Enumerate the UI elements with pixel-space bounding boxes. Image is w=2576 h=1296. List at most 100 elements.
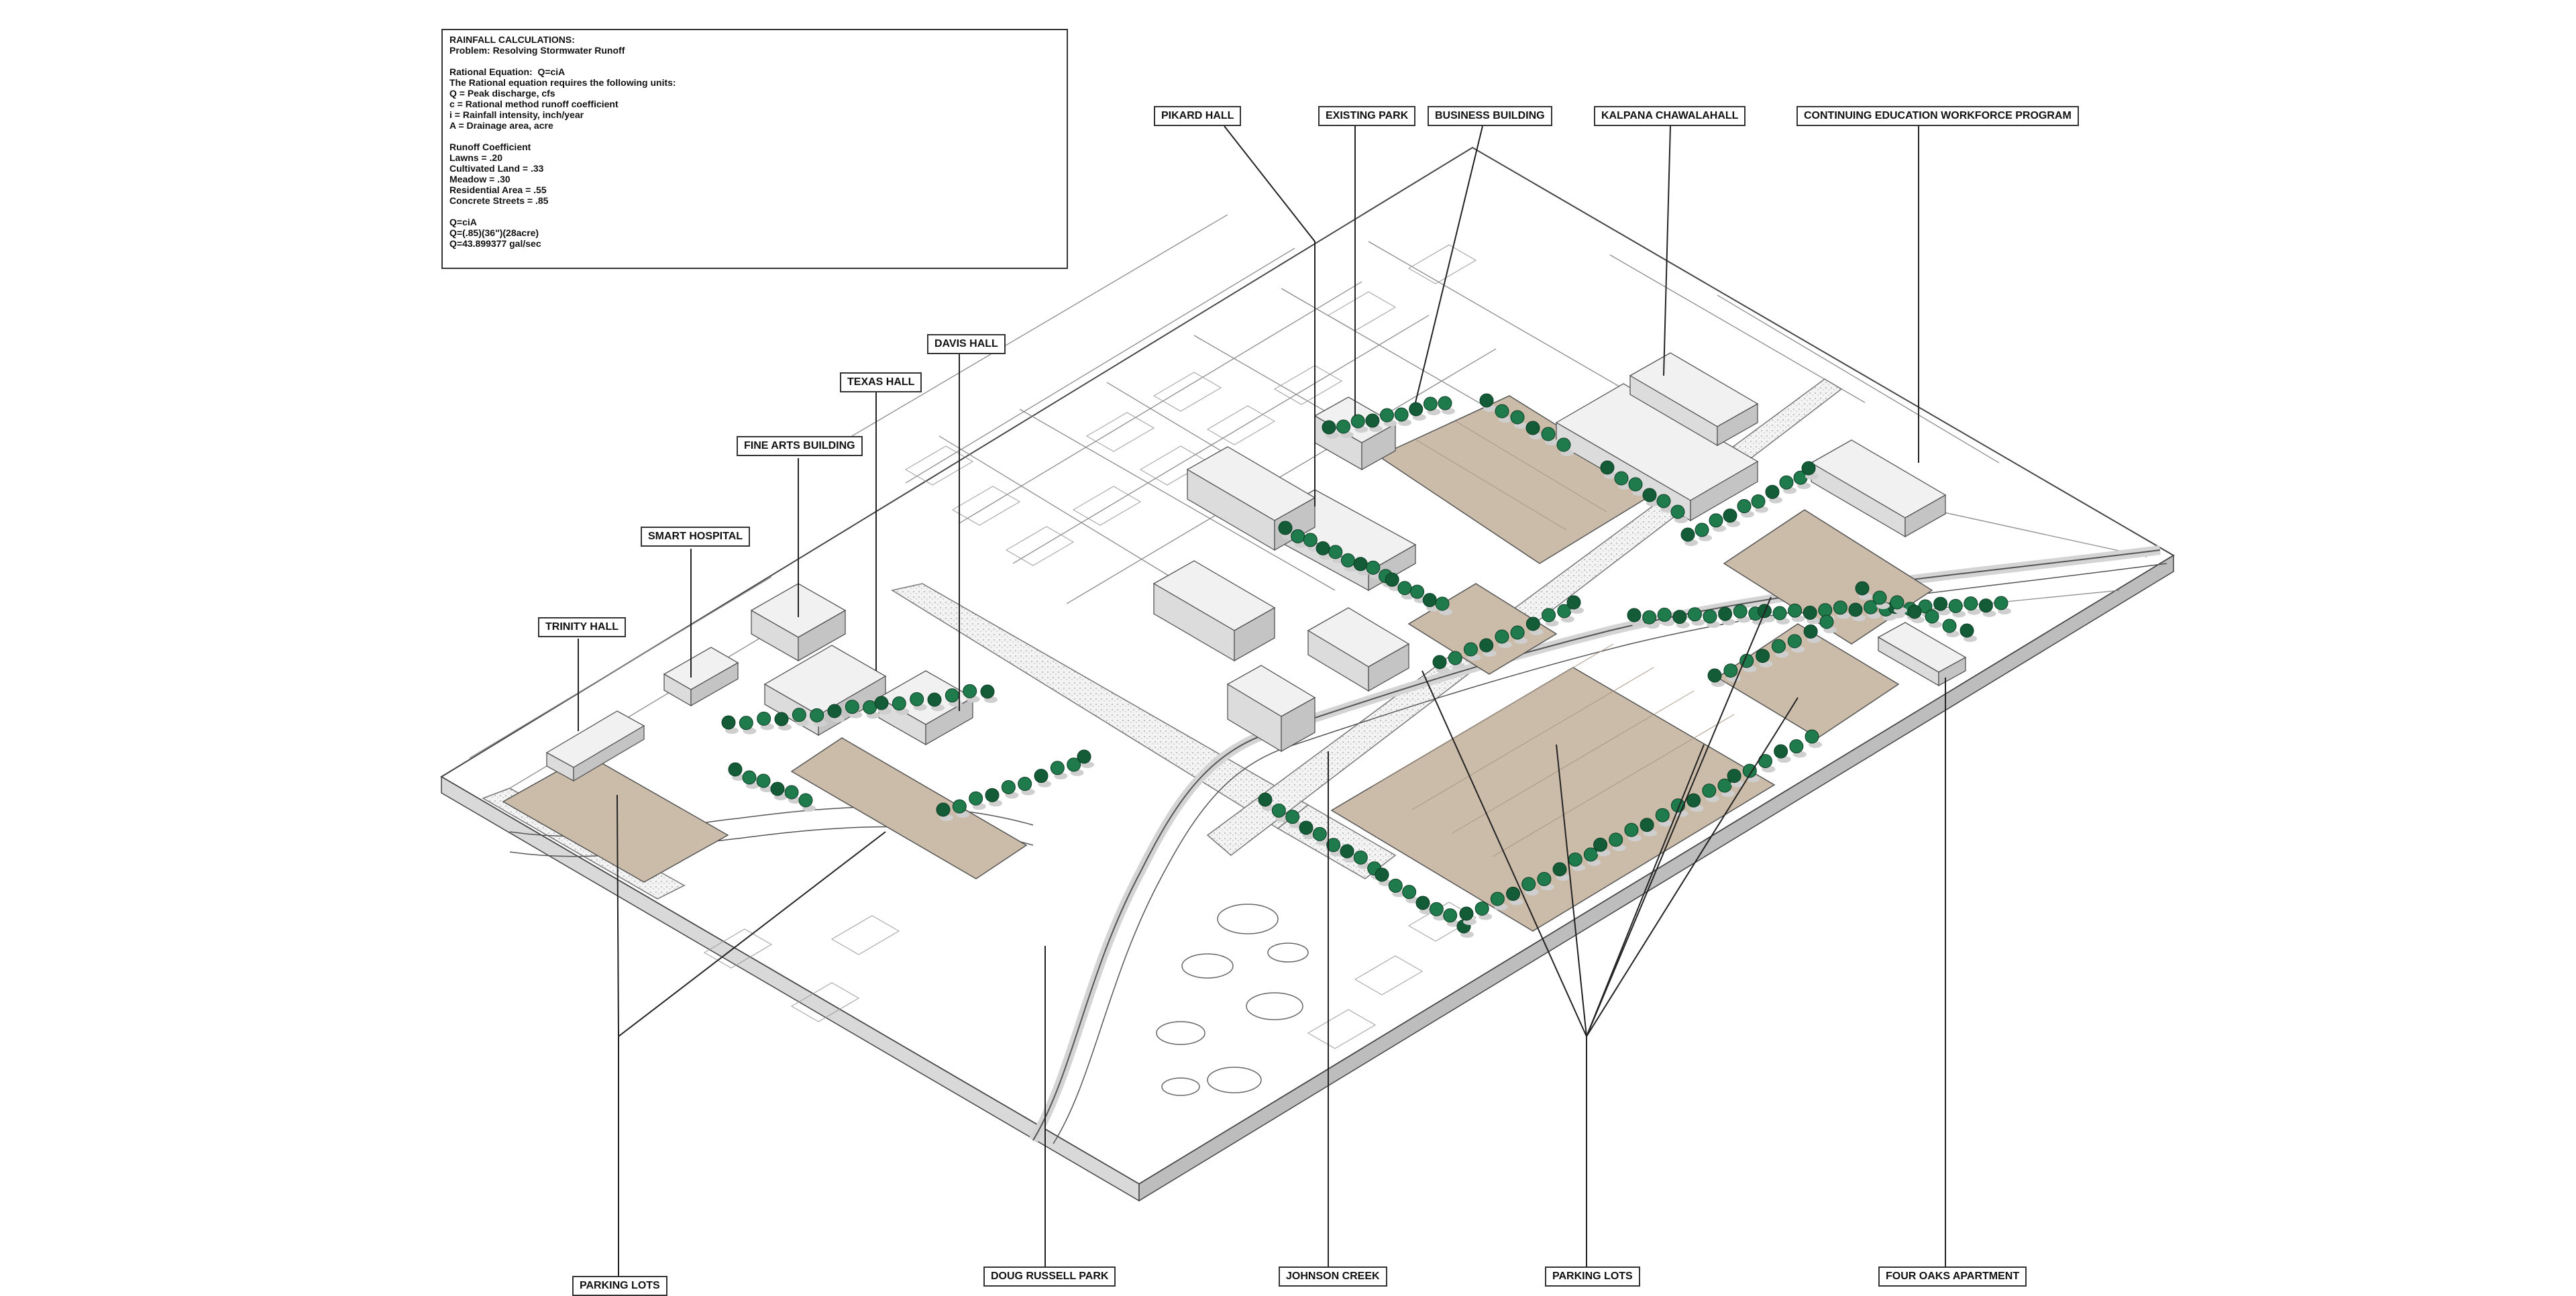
calc-result-formula: Q=ciA	[449, 217, 477, 227]
tree	[1397, 581, 1415, 600]
tree	[1723, 508, 1740, 527]
tree	[1751, 494, 1768, 513]
tree	[1510, 410, 1527, 429]
tree	[874, 696, 892, 714]
tree	[1628, 477, 1646, 496]
tree	[756, 773, 773, 792]
tree	[952, 799, 970, 818]
calc-result-value: Q=43.899377 gal/sec	[449, 238, 541, 249]
tree	[1872, 590, 1890, 609]
tree	[1718, 606, 1735, 626]
label-existing-park: EXISTING PARK	[1318, 106, 1416, 126]
tree	[1312, 826, 1330, 846]
tree	[1960, 623, 1977, 642]
tree	[1614, 471, 1631, 490]
calc-units-intro: The Rational equation requires the follo…	[449, 77, 676, 88]
label-doug-russell-park: DOUG RUSSELL PARK	[983, 1266, 1116, 1287]
tree	[1537, 871, 1554, 891]
tree	[1742, 763, 1760, 783]
tree	[1727, 769, 1745, 788]
tree	[1948, 598, 1966, 618]
label-fine-arts-building: FINE ARTS BUILDING	[737, 436, 863, 456]
tree	[1642, 488, 1660, 506]
tree	[1050, 761, 1068, 779]
tree	[980, 684, 998, 703]
tree	[1459, 906, 1477, 925]
label-texas-hall: TEXAS HALL	[840, 372, 922, 392]
tree	[1695, 523, 1712, 541]
tree	[1624, 822, 1642, 842]
calc-unit-q: Q = Peak discharge, cfs	[449, 88, 555, 99]
tree	[742, 770, 759, 789]
tree	[1593, 837, 1611, 857]
calc-unit-c: c = Rational method runoff coefficient	[449, 99, 619, 109]
tree	[1557, 604, 1574, 623]
tree	[1779, 475, 1796, 494]
tree	[810, 708, 827, 727]
calc-coeff-title: Runoff Coefficient	[449, 142, 531, 152]
tree	[1388, 878, 1406, 898]
label-business-building: BUSINESS BUILDING	[1428, 106, 1552, 126]
label-kalpana-chawalahall: KALPANA CHAWALAHALL	[1594, 106, 1746, 126]
parcel-outlines	[704, 244, 1477, 1049]
tree	[1609, 832, 1626, 851]
label-johnson-creek: JOHNSON CREEK	[1279, 1266, 1387, 1287]
calc-coeff-concrete: Concrete Streets = .85	[449, 195, 549, 206]
tree	[1423, 396, 1441, 415]
tree	[1402, 885, 1419, 904]
tree	[770, 781, 788, 800]
tree	[1707, 668, 1725, 687]
tree-clusters	[721, 393, 2011, 938]
tree	[1819, 614, 1837, 633]
label-pikard-hall: PIKARD HALL	[1154, 106, 1242, 126]
tree	[1542, 608, 1559, 627]
tree	[1077, 749, 1094, 768]
parking-grid-lines	[1371, 421, 1735, 857]
tree	[1350, 414, 1368, 433]
tree	[1552, 862, 1570, 881]
tree	[1907, 604, 1925, 623]
calc-coeff-cultivated: Cultivated Land = .33	[449, 163, 544, 174]
tree	[1805, 729, 1822, 748]
tree	[1627, 608, 1644, 627]
tree	[1435, 596, 1452, 615]
tree	[1801, 461, 1819, 480]
tree	[1772, 606, 1790, 625]
tree	[1495, 629, 1512, 648]
tree	[1438, 396, 1455, 415]
tree	[1656, 494, 1674, 512]
tree	[1326, 838, 1344, 857]
tree	[1756, 649, 1773, 667]
tree	[1994, 596, 2011, 614]
label-davis-hall: DAVIS HALL	[927, 334, 1006, 354]
tree	[1864, 600, 1881, 619]
tree	[1600, 460, 1617, 479]
tree	[1409, 402, 1426, 421]
building-trinity-hall	[545, 710, 645, 782]
tree	[1495, 404, 1512, 423]
tree	[1925, 609, 1942, 628]
tree	[1771, 639, 1789, 658]
tree	[721, 715, 739, 734]
tree	[1765, 484, 1782, 504]
tree	[1733, 604, 1751, 623]
tree	[792, 708, 810, 726]
tree	[1774, 744, 1791, 763]
tree	[827, 704, 845, 722]
tree	[1803, 605, 1821, 625]
calc-problem: Problem: Resolving Stormwater Runoff	[449, 45, 625, 56]
tree	[1686, 793, 1704, 812]
tree	[1506, 886, 1523, 906]
building-campus-4	[1307, 607, 1410, 692]
tree	[1583, 847, 1601, 866]
tree	[1365, 413, 1383, 432]
tree	[1018, 777, 1035, 796]
tree	[985, 788, 1002, 807]
calc-coeff-lawns: Lawns = .20	[449, 152, 502, 163]
tree	[936, 802, 953, 821]
tree	[1709, 513, 1726, 532]
building-campus-3	[1226, 665, 1316, 753]
tree	[739, 716, 757, 735]
tree	[1848, 602, 1866, 621]
